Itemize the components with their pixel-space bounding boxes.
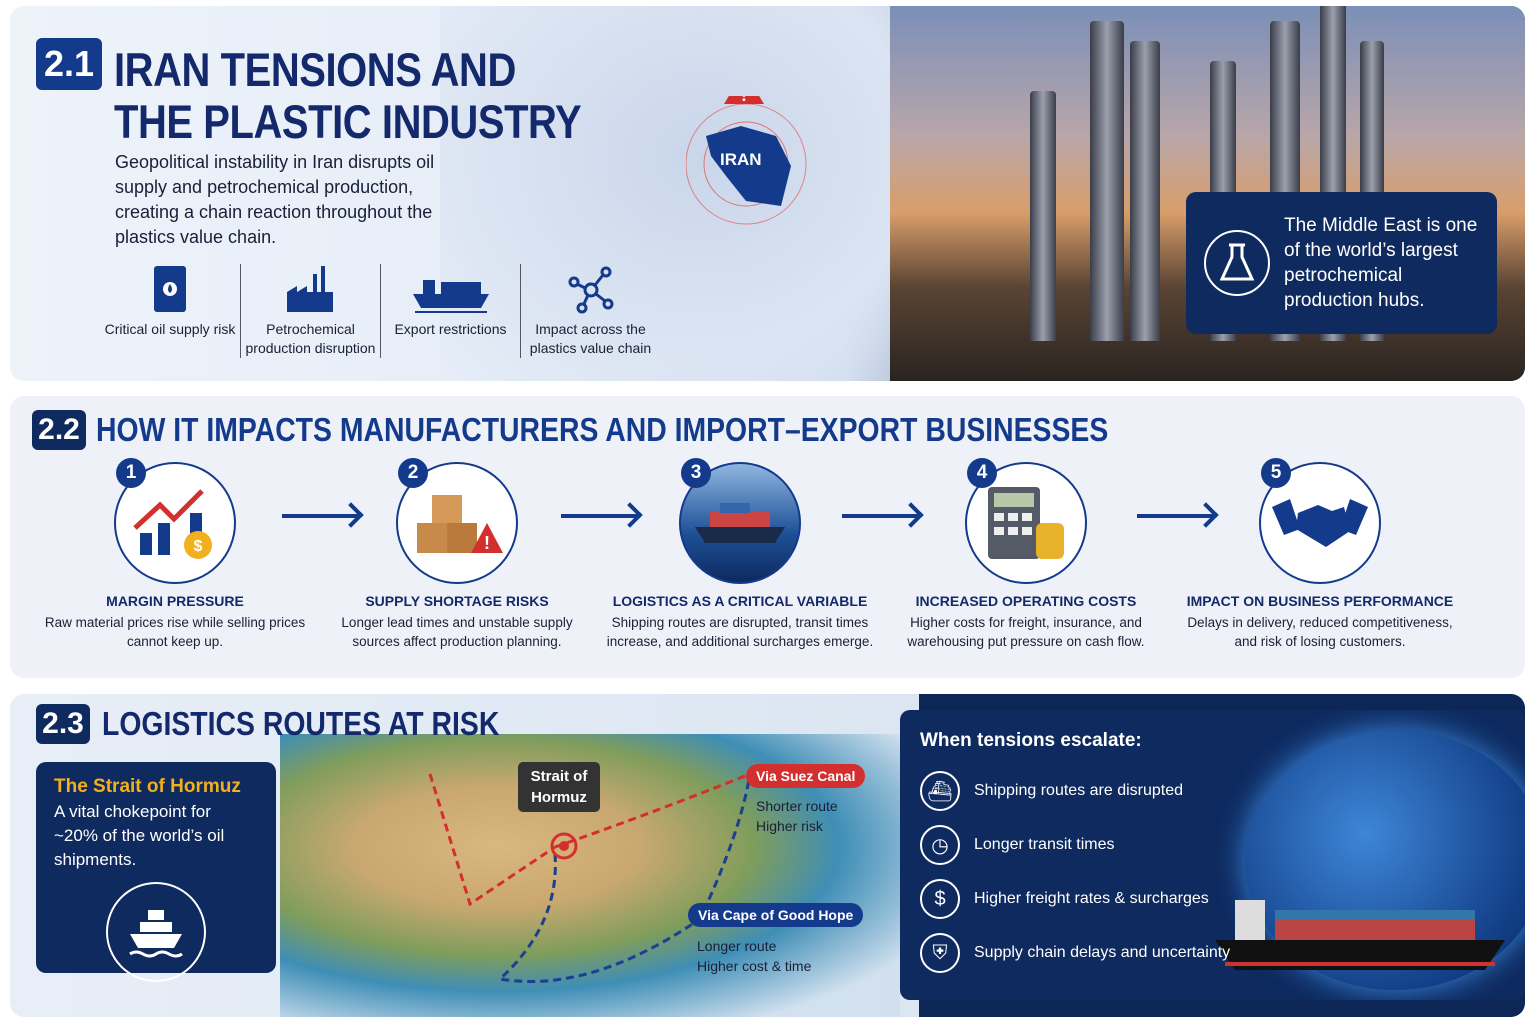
risk-item: Impact across the plastics value chain [520, 264, 660, 358]
svg-text:!: ! [484, 533, 490, 553]
escalation-item: ⛴Shipping routes are disrupted [920, 764, 1505, 818]
container-ship-icon [695, 503, 785, 543]
flow-arrow [842, 514, 918, 518]
suez-route-label: Via Suez Canal [746, 764, 866, 788]
handshake-icon [1272, 499, 1368, 547]
flow-arrow [561, 514, 637, 518]
section-title: LOGISTICS ROUTES AT RISK [102, 705, 500, 742]
shipping-routes [428, 772, 752, 983]
middle-east-hub-callout: The Middle East is one of the world’s la… [1186, 192, 1497, 334]
factory-icon [286, 266, 333, 312]
escalation-item: $Higher freight rates & surcharges [920, 872, 1505, 926]
calculator-coins-icon [988, 487, 1064, 559]
flow-arrow [1137, 514, 1213, 518]
escalation-item: ⛨Supply chain delays and uncertainty [920, 926, 1505, 980]
suez-route-line [554, 772, 751, 849]
ship-icon [106, 882, 206, 982]
shield-icon: ⛨ [920, 933, 960, 973]
cape-route-line [496, 773, 752, 983]
escalation-item: ◷Longer transit times [920, 818, 1505, 872]
section-business-impacts: 2.2 HOW IT IMPACTS MANUFACTURERS AND IMP… [10, 396, 1525, 678]
cargo-ship-icon [412, 280, 489, 313]
svg-text:!: ! [741, 96, 747, 105]
risk-icons: Critical oil supply risk Petrochemical p… [100, 264, 660, 358]
dollar-icon: $ [920, 879, 960, 919]
section-number-badge: 2.2 [32, 410, 86, 450]
cape-route-label: Via Cape of Good Hope [688, 903, 864, 927]
iran-label: IRAN [720, 150, 762, 169]
section-number-badge: 2.1 [36, 38, 102, 90]
boxes-warning-icon: ! [417, 495, 503, 553]
hormuz-info-card: The Strait of Hormuz A vital chokepoint … [36, 762, 276, 982]
container-ship-image [1215, 900, 1505, 970]
flask-icon [1204, 230, 1270, 296]
svg-text:$: $ [194, 538, 203, 555]
oil-barrel-icon [154, 266, 186, 312]
risk-item: Critical oil supply risk [100, 264, 240, 358]
risk-item: Export restrictions [380, 264, 520, 358]
clock-icon: ◷ [920, 825, 960, 865]
risk-item: Petrochemical production disruption [240, 264, 380, 358]
escalation-title: When tensions escalate: [920, 730, 1142, 751]
suez-route-line [428, 773, 556, 907]
iran-map-marker: ! [686, 96, 807, 225]
flow-arrow [282, 514, 358, 518]
rising-chart-icon: $ [133, 489, 212, 559]
section-number-badge: 2.3 [36, 704, 90, 744]
ship-icon: ⛴ [920, 771, 960, 811]
strait-of-hormuz-callout: Strait of Hormuz [518, 762, 600, 812]
network-icon [568, 266, 613, 314]
intro-text: Geopolitical instability in Iran disrupt… [115, 152, 435, 247]
section-title: HOW IT IMPACTS MANUFACTURERS AND IMPORT–… [96, 411, 1109, 448]
middle-east-map [440, 6, 960, 381]
section-logistics-routes: 2.3 LOGISTICS ROUTES AT RISK The Strait … [10, 694, 1525, 1017]
escalation-panel: When tensions escalate: ⛴Shipping routes… [900, 710, 1525, 1000]
